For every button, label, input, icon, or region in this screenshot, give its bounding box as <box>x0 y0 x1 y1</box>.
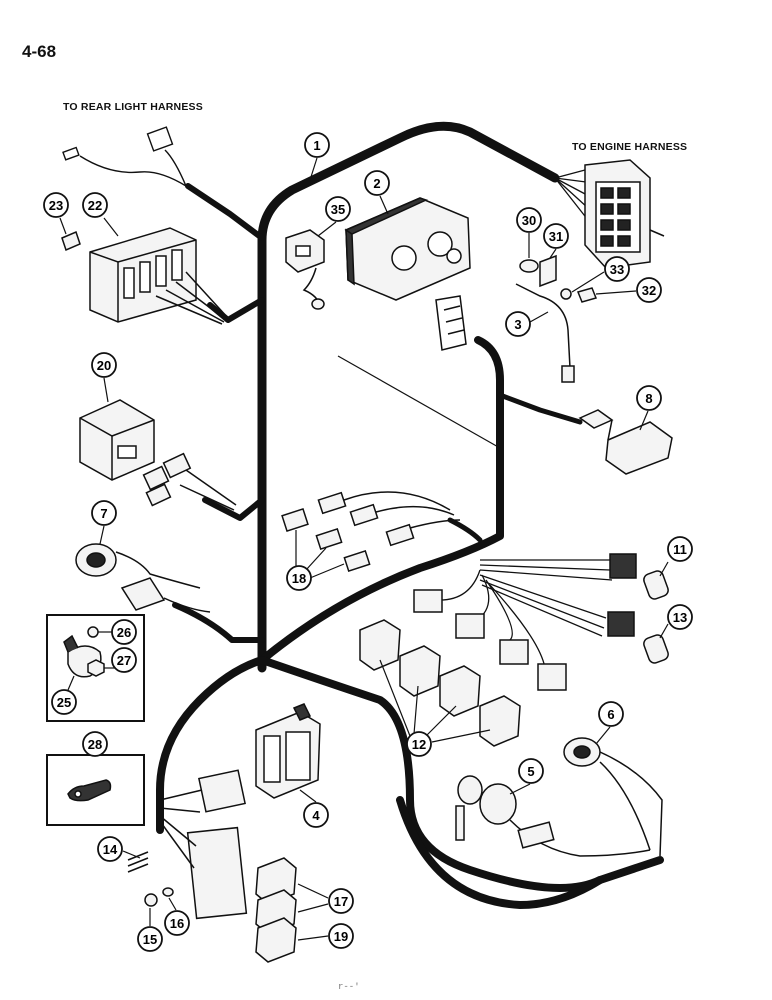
thin-rod <box>337 355 501 449</box>
callout-label-3: 3 <box>514 317 521 332</box>
callout-label-33: 33 <box>610 262 624 277</box>
callout-31: 31 <box>543 223 569 259</box>
fuse-block-22 <box>89 227 229 325</box>
bolt-15-washer-16 <box>144 887 174 907</box>
callout-6: 6 <box>595 701 624 745</box>
clip-inset <box>46 614 145 722</box>
callout-label-31: 31 <box>549 229 563 244</box>
callout-label-17: 17 <box>334 894 348 909</box>
page-number: 4-68 <box>22 42 57 61</box>
callout-19: 19 <box>297 923 354 949</box>
callout-5: 5 <box>509 758 544 795</box>
callout-label-2: 2 <box>373 176 380 191</box>
connectors-11-13 <box>607 553 669 664</box>
wire-tie-inset <box>46 754 145 826</box>
callout-14: 14 <box>97 836 141 862</box>
engine-harness-wire-fan <box>554 169 589 221</box>
callout-label-13: 13 <box>673 610 687 625</box>
relays-17-19 <box>255 857 297 963</box>
callout-label-12: 12 <box>412 737 426 752</box>
callout-2: 2 <box>364 170 390 215</box>
callout-label-28: 28 <box>88 737 102 752</box>
callout-label-30: 30 <box>522 213 536 228</box>
connector-bundle-11-13 <box>439 559 613 669</box>
callout-3: 3 <box>505 311 549 337</box>
callout-label-20: 20 <box>97 358 111 373</box>
callout-1: 1 <box>304 132 330 181</box>
callout-16: 16 <box>164 897 190 936</box>
callout-label-23: 23 <box>49 198 63 213</box>
relay-20-connectors <box>142 452 237 511</box>
callout-label-27: 27 <box>117 653 131 668</box>
callout-label-14: 14 <box>103 842 118 857</box>
relays-12 <box>359 619 521 747</box>
callout-7: 7 <box>91 500 117 545</box>
callout-label-22: 22 <box>88 198 102 213</box>
callout-23: 23 <box>43 192 69 235</box>
callout-32: 32 <box>595 277 662 303</box>
callout-label-11: 11 <box>673 542 687 557</box>
light-switch-7 <box>75 543 211 613</box>
callout-25: 25 <box>51 675 77 715</box>
callout-label-35: 35 <box>331 202 345 217</box>
clip-inset-frame <box>46 614 145 722</box>
callout-label-16: 16 <box>170 916 184 931</box>
sender-3-assembly <box>515 254 598 383</box>
callout-22: 22 <box>82 192 119 237</box>
callout-20: 20 <box>91 352 117 403</box>
callout-label-32: 32 <box>642 283 656 298</box>
sender-8 <box>578 409 673 475</box>
callout-30: 30 <box>516 207 542 258</box>
callout-label-26: 26 <box>117 625 131 640</box>
callout-label-18: 18 <box>292 571 306 586</box>
callout-13: 13 <box>659 604 693 639</box>
callout-label-5: 5 <box>527 764 534 779</box>
callout-label-25: 25 <box>57 695 71 710</box>
engine-harness-connector <box>584 159 665 269</box>
lower-left-connectors <box>127 769 248 920</box>
callout-11: 11 <box>659 536 693 577</box>
callout-33: 33 <box>571 256 630 293</box>
rear-light-harness-branch <box>62 126 187 187</box>
engine-harness-label: TO ENGINE HARNESS <box>572 141 688 153</box>
module-4 <box>255 703 321 799</box>
callout-18: 18 <box>286 530 345 591</box>
callout-17: 17 <box>297 883 354 914</box>
main-harness-trunk <box>156 121 664 909</box>
connectors-18 <box>281 491 461 573</box>
rear-light-harness-label: TO REAR LIGHT HARNESS <box>63 101 203 113</box>
callout-15: 15 <box>137 908 163 952</box>
fuse-23 <box>61 230 81 252</box>
callout-label-15: 15 <box>143 932 157 947</box>
switch-35 <box>285 229 325 310</box>
callout-label-6: 6 <box>607 707 614 722</box>
instrument-cluster-2 <box>344 197 471 351</box>
relay-20 <box>79 399 155 481</box>
callout-27: 27 <box>104 647 137 673</box>
callout-28: 28 <box>82 731 108 757</box>
callout-label-19: 19 <box>334 929 348 944</box>
callout-label-4: 4 <box>312 808 320 823</box>
ignition-switch-5 <box>455 775 651 857</box>
callout-label-8: 8 <box>645 391 652 406</box>
callout-4: 4 <box>299 789 329 828</box>
callout-label-1: 1 <box>313 138 320 153</box>
callout-8: 8 <box>636 385 662 431</box>
callout-label-7: 7 <box>100 506 107 521</box>
switch-6 <box>563 737 663 857</box>
callout-12: 12 <box>379 659 491 757</box>
footer-mark: r--' <box>338 982 360 992</box>
relay-sockets <box>413 589 567 691</box>
callout-26: 26 <box>98 619 137 645</box>
callout-35: 35 <box>317 196 351 237</box>
